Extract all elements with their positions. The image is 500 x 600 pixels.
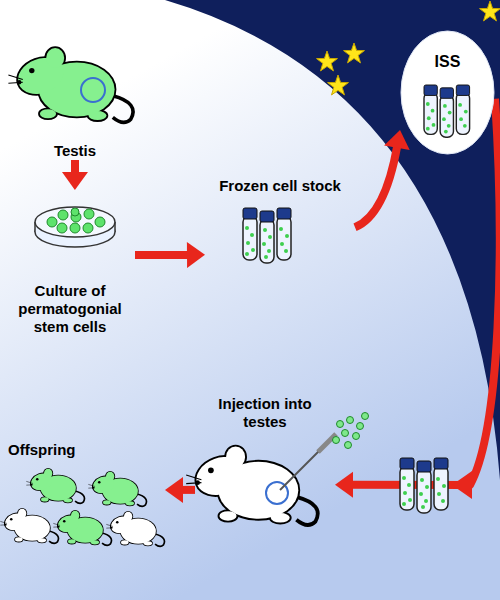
space-region [165, 0, 500, 480]
arrow-head [187, 242, 205, 268]
arrow-line [351, 99, 499, 485]
offspring-node: Offspring [0, 435, 165, 560]
arrow-head [62, 172, 88, 190]
flow-arrow [62, 160, 88, 190]
arrow-head [452, 471, 472, 499]
flow-arrow [355, 130, 410, 227]
petri-dish [35, 207, 115, 247]
arrow-line [71, 160, 79, 174]
flow-arrow [165, 477, 195, 503]
mouse-node: Testis [15, 30, 135, 160]
flow-arrow [135, 242, 205, 268]
iss-ellipse: ISS [400, 30, 495, 155]
arrow-line [135, 251, 189, 259]
node-label: Offspring [8, 441, 158, 459]
injected-cells [333, 413, 369, 449]
node-label: Testis [15, 142, 135, 160]
ellipse-outline [400, 30, 495, 155]
recipient-mouse [186, 434, 336, 525]
injection-node: Injection into testes [195, 395, 335, 525]
offspring-mice [0, 469, 164, 547]
node-label: Culture of permatogonial stem cells [5, 282, 135, 336]
culture-node: Culture of permatogonial stem cells [5, 190, 135, 345]
iss-tubes [424, 85, 470, 137]
flow-arrow [335, 99, 500, 498]
frozen-tubes [243, 208, 291, 263]
node-label: Frozen cell stock [205, 177, 355, 195]
donor-mouse [8, 48, 133, 122]
tube-node: Frozen cell stock [205, 175, 355, 270]
arrow-head [165, 477, 183, 503]
arrow-head [384, 130, 410, 150]
node-label: ISS [400, 52, 495, 71]
ellipse-shape [401, 31, 494, 154]
returned-tubes [400, 458, 448, 513]
arrow-line [355, 146, 397, 227]
node-label: Injection into testes [195, 395, 335, 431]
arrow-line [181, 486, 195, 494]
arrow-head [335, 472, 353, 498]
